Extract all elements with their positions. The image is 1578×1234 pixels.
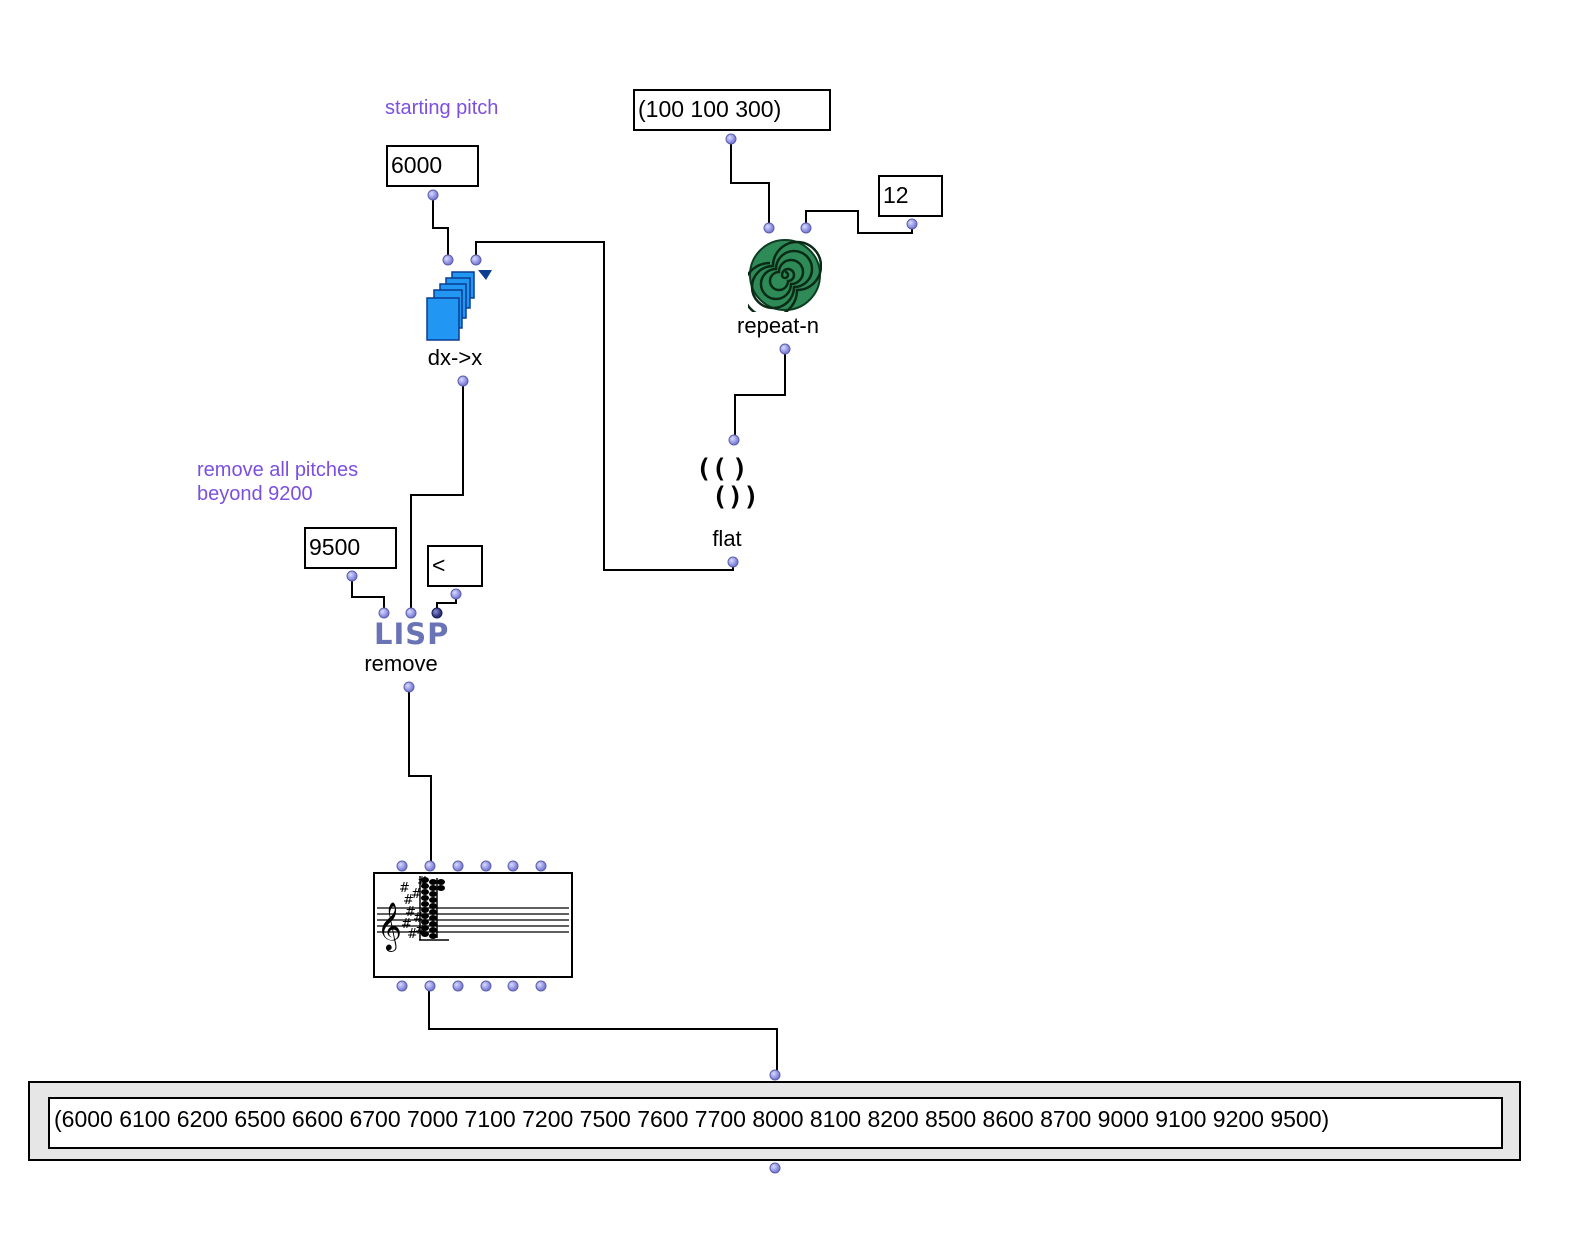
wire-remove-to-chord xyxy=(408,687,432,866)
inlet-port[interactable] xyxy=(769,1069,781,1081)
treble-clef-icon: 𝄞 xyxy=(377,901,402,952)
svg-text:#: # xyxy=(411,887,422,902)
flat-label: flat xyxy=(712,526,742,551)
repeat-n-label: repeat-n xyxy=(737,313,819,338)
flat-brackets-icon[interactable]: (( ) ()) xyxy=(694,455,770,515)
staff-notation: 𝄞 ### ### ### xyxy=(377,875,569,952)
repeat-count-box[interactable]: 12 xyxy=(878,175,943,217)
dx-x-icon[interactable] xyxy=(424,268,494,343)
inlet-port[interactable] xyxy=(396,860,408,872)
svg-text:()): ()) xyxy=(712,482,759,512)
wire-dx-to-remove xyxy=(410,381,464,613)
output-result-text[interactable]: (6000 6100 6200 6500 6600 6700 7000 7100… xyxy=(48,1097,1503,1149)
wire-list-to-repeat xyxy=(730,139,770,228)
outlet-port[interactable] xyxy=(480,980,492,992)
outlet-port[interactable] xyxy=(769,1162,781,1174)
threshold-box[interactable]: 9500 xyxy=(304,527,397,569)
outlet-port[interactable] xyxy=(346,570,358,582)
inlet-port[interactable] xyxy=(480,860,492,872)
svg-text:#: # xyxy=(407,927,418,942)
outlet-port[interactable] xyxy=(450,588,462,600)
comment-starting-pitch: starting pitch xyxy=(385,97,499,119)
output-result-box[interactable]: (6000 6100 6200 6500 6600 6700 7000 7100… xyxy=(28,1081,1521,1161)
wire-threshold-to-remove xyxy=(351,576,385,613)
spiral-icon[interactable] xyxy=(748,238,822,312)
wire-count-to-repeat xyxy=(805,210,913,234)
outlet-port[interactable] xyxy=(535,980,547,992)
start-value-box[interactable]: 6000 xyxy=(386,145,479,187)
chord-box[interactable]: 𝄞 ### ### ### xyxy=(373,872,573,978)
inlet-port[interactable] xyxy=(378,607,390,619)
outlet-port[interactable] xyxy=(906,218,918,230)
comment-remove-pitches: remove all pitches beyond 9200 xyxy=(197,459,359,505)
inlet-port[interactable] xyxy=(507,860,519,872)
inlet-port[interactable] xyxy=(728,434,740,446)
inlet-port[interactable] xyxy=(800,222,812,234)
outlet-port[interactable] xyxy=(727,556,739,568)
inlet-port[interactable] xyxy=(535,860,547,872)
outlet-port[interactable] xyxy=(457,375,469,387)
svg-text:((: (( xyxy=(696,455,727,484)
outlet-port[interactable] xyxy=(403,681,415,693)
outlet-port[interactable] xyxy=(507,980,519,992)
outlet-port[interactable] xyxy=(725,133,737,145)
inlet-port[interactable] xyxy=(763,222,775,234)
svg-text:#: # xyxy=(401,917,412,932)
outlet-port[interactable] xyxy=(452,980,464,992)
inlet-port[interactable] xyxy=(405,607,417,619)
outlet-port[interactable] xyxy=(396,980,408,992)
comparator-box[interactable]: < xyxy=(427,545,483,587)
inlet-port[interactable] xyxy=(442,254,454,266)
remove-label: remove xyxy=(364,651,438,676)
dx-x-label: dx->x xyxy=(427,345,483,370)
wire-start-to-dx xyxy=(432,195,449,260)
lisp-icon[interactable]: LISP xyxy=(374,617,450,651)
outlet-port[interactable] xyxy=(427,189,439,201)
wire-flat-to-dx xyxy=(475,241,734,571)
outlet-port[interactable] xyxy=(424,980,436,992)
inlet-port[interactable] xyxy=(431,607,443,619)
inlet-port[interactable] xyxy=(470,254,482,266)
svg-text:): ) xyxy=(732,455,748,484)
svg-text:#: # xyxy=(417,875,428,890)
wire-repeat-to-flat xyxy=(734,349,786,440)
svg-text:#: # xyxy=(413,911,424,926)
outlet-port[interactable] xyxy=(779,343,791,355)
svg-text:#: # xyxy=(403,893,414,908)
wire-chord-to-output xyxy=(428,986,778,1074)
svg-text:#: # xyxy=(405,905,416,920)
list-value-box[interactable]: (100 100 300) xyxy=(633,89,831,131)
svg-text:#: # xyxy=(399,881,410,896)
inlet-port[interactable] xyxy=(452,860,464,872)
inlet-port[interactable] xyxy=(424,860,436,872)
